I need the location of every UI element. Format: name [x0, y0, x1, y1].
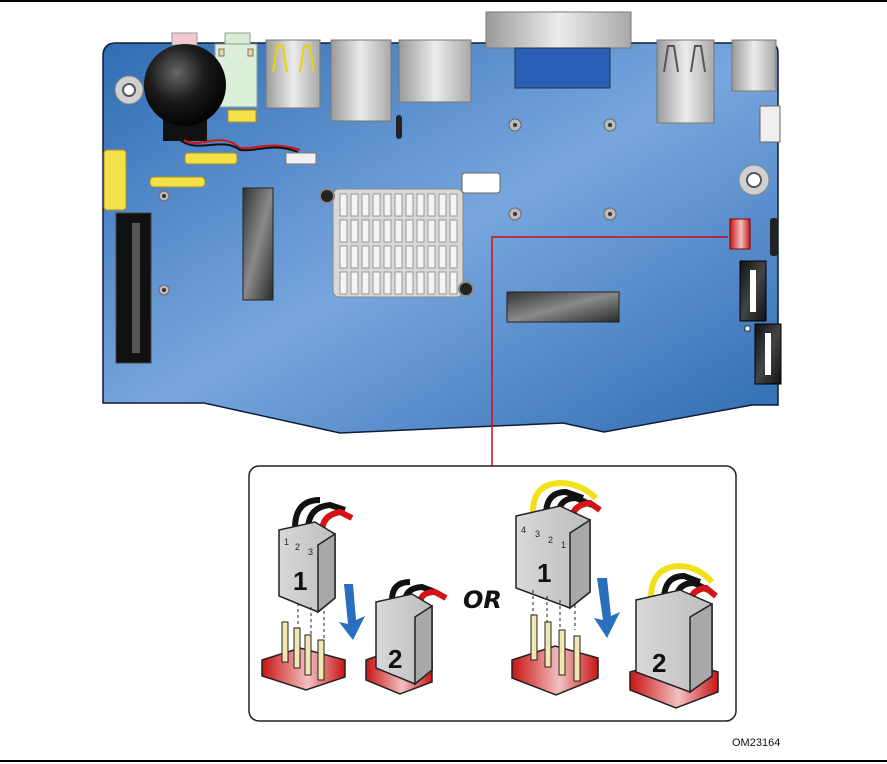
heatsink-fin	[351, 220, 358, 242]
heatsink-fin	[450, 194, 457, 216]
step-number: 1	[293, 566, 307, 596]
heatsink-fin	[406, 220, 413, 242]
heatsink-fin	[384, 272, 391, 294]
heatsink	[320, 189, 473, 297]
pin-label: 3	[535, 529, 540, 539]
heatsink-fin	[373, 272, 380, 294]
heatsink-fin	[340, 194, 347, 216]
step-number: 2	[388, 644, 402, 674]
pin-label: 2	[548, 535, 553, 545]
heatsink-fin	[406, 246, 413, 268]
bottom-rule	[0, 760, 887, 762]
mini-card-slot-vertical	[243, 188, 273, 300]
heatsink-fin	[340, 220, 347, 242]
heatsink-fin	[395, 194, 402, 216]
heatsink-fin	[395, 220, 402, 242]
heatsink-fin	[406, 194, 413, 216]
heatsink-fin	[373, 246, 380, 268]
heatsink-fin	[417, 194, 424, 216]
heatsink-fin	[417, 246, 424, 268]
heatsink-fin	[340, 272, 347, 294]
heatsink-fin	[439, 246, 446, 268]
heatsink-fin	[450, 220, 457, 242]
heatsink-fin	[384, 246, 391, 268]
heatsink-fin	[340, 246, 347, 268]
heatsink-fin	[428, 194, 435, 216]
pin-label: 2	[295, 542, 300, 552]
pin-label: 1	[561, 540, 566, 550]
pin-label: 4	[521, 525, 526, 535]
heatsink-fin	[439, 272, 446, 294]
heatsink-fin	[439, 220, 446, 242]
heatsink-fin	[384, 220, 391, 242]
connector-step-1: 4 3 2 1 1	[516, 506, 590, 608]
heatsink-fin	[362, 220, 369, 242]
heatsink-fin	[450, 246, 457, 268]
heatsink-fin	[450, 272, 457, 294]
heatsink-fin	[362, 246, 369, 268]
heatsink-fin	[417, 272, 424, 294]
heatsink-fin	[373, 220, 380, 242]
heatsink-fin	[395, 246, 402, 268]
heatsink-fin	[362, 194, 369, 216]
step-number: 1	[537, 558, 551, 588]
heatsink-fin	[351, 246, 358, 268]
heatsink-fin	[428, 272, 435, 294]
heatsink-fin	[362, 272, 369, 294]
connector-step-1: 1 2 3 1	[279, 522, 335, 612]
pin-label: 3	[308, 547, 313, 557]
heatsink-fin	[428, 220, 435, 242]
heatsink-fin	[351, 272, 358, 294]
small-header	[770, 218, 778, 256]
heatsink-fin	[351, 194, 358, 216]
pin-label: 1	[284, 537, 289, 547]
pcie-slot	[116, 213, 151, 363]
figure-id: OM23164	[732, 737, 780, 749]
heatsink-fin	[439, 194, 446, 216]
heatsink-fin	[428, 246, 435, 268]
step-number: 2	[652, 648, 666, 678]
mini-card-slot-horizontal	[507, 292, 619, 322]
heatsink-fin	[373, 194, 380, 216]
or-label: OR	[463, 586, 502, 614]
heatsink-fin	[384, 194, 391, 216]
heatsink-fin	[406, 272, 413, 294]
heatsink-fin	[395, 272, 402, 294]
fan-header	[730, 219, 750, 249]
heatsink-fin	[417, 220, 424, 242]
